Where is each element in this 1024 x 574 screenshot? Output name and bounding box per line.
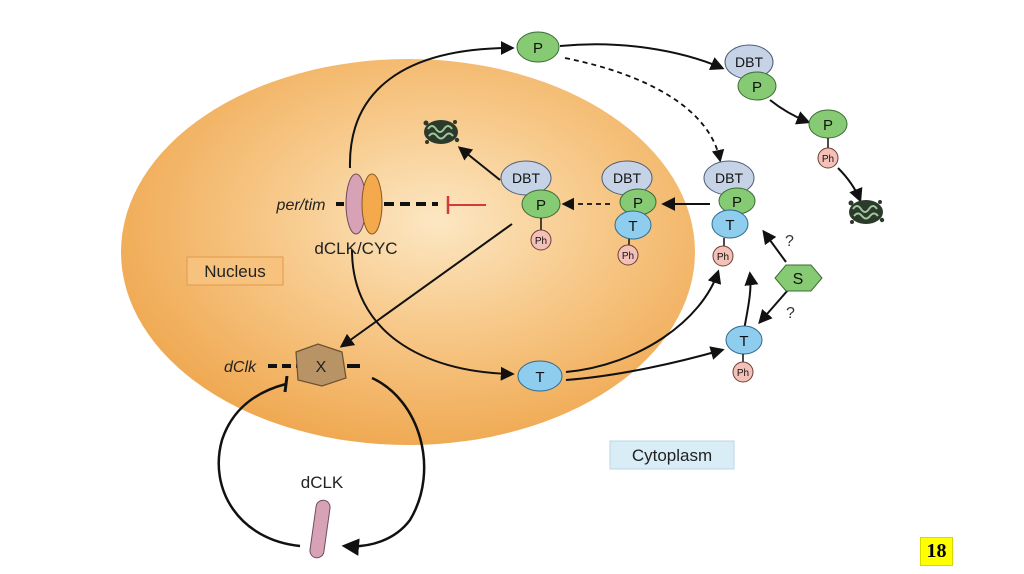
p-right-label: P — [823, 117, 833, 134]
s-kinase-label: S — [793, 271, 804, 288]
arrow-s-to-complex — [762, 229, 787, 263]
p-complex-label: P — [732, 194, 742, 211]
t-complex-label: T — [725, 217, 734, 234]
ph-group-right — [817, 147, 839, 169]
cytoplasm-label-box — [609, 440, 735, 470]
dashed-arrow-p-to-complex — [564, 57, 725, 163]
dbt-complex-label: DBT — [715, 170, 743, 186]
t-cytoplasm-label: T — [535, 369, 544, 386]
t-protein-complex — [711, 209, 749, 239]
question-mark-upper: ? — [785, 233, 794, 250]
p-middle-label: P — [633, 195, 643, 212]
x-factor-shape — [295, 343, 347, 387]
nucleus-label-box — [186, 256, 284, 286]
p-top-label: P — [533, 40, 543, 57]
dclk-protein-shape — [309, 499, 331, 559]
question-mark-lower: ? — [786, 305, 795, 322]
ph-middle-label: Ph — [622, 251, 634, 262]
arrow-t-to-complex — [565, 269, 722, 373]
ph-lower-label: Ph — [737, 368, 749, 379]
dbt-middle-label: DBT — [613, 170, 641, 186]
arrow-tph-to-complex — [743, 271, 759, 331]
arrow-to-t — [351, 249, 515, 381]
arrow-dbt-to-p-ph — [769, 99, 811, 125]
arrow-t-to-t-ph — [565, 346, 725, 381]
degradation-icon — [847, 199, 886, 225]
t-lower-label: T — [739, 333, 748, 350]
dclk-protein-label: dCLK — [301, 473, 344, 492]
t-protein-lower — [725, 325, 763, 355]
arrow-to-degradation-right — [837, 167, 863, 203]
p-protein-upper — [737, 71, 777, 101]
arrow-to-degradation-nuclear — [457, 146, 501, 181]
x-factor-label: X — [316, 359, 327, 376]
ph-group-nuclear — [530, 229, 552, 251]
dbt-nuclear-label: DBT — [512, 170, 540, 186]
arrow-p-to-dbt — [559, 43, 725, 71]
arrow-to-x — [339, 223, 513, 348]
ph-nuclear-label: Ph — [535, 236, 547, 247]
arrow-to-p — [348, 41, 515, 169]
p-upper-label: P — [752, 79, 762, 96]
ph-complex-label: Ph — [717, 252, 729, 263]
t-protein-middle — [614, 210, 652, 240]
inhibit-dclk-cycle-up — [217, 382, 301, 548]
dclk-cyc-label: dCLK/CYC — [314, 239, 397, 258]
inhibit-bar-x — [283, 375, 289, 393]
arrow-s-to-lower-t — [758, 289, 789, 325]
ph-group-middle — [617, 244, 639, 266]
p-nuclear-label: P — [536, 197, 546, 214]
per-tim-label: per/tim — [276, 197, 326, 214]
arrow-dclk-cycle-down — [341, 376, 426, 556]
nucleus-region — [121, 59, 695, 445]
slide-number-badge: 18 — [920, 537, 953, 566]
dclk-gene-label: dClk — [224, 359, 257, 376]
t-middle-label: T — [628, 218, 637, 235]
t-protein-cytoplasm — [517, 360, 563, 392]
ph-right-label: Ph — [822, 154, 834, 165]
ph-group-complex — [712, 245, 734, 267]
cyc-protein-shape — [361, 173, 383, 235]
cytoplasm-label: Cytoplasm — [632, 446, 712, 465]
ph-group-lower — [732, 361, 754, 383]
p-protein-top — [516, 31, 560, 63]
dbt-upper-label: DBT — [735, 54, 763, 70]
nucleus-label: Nucleus — [204, 262, 265, 281]
s-kinase-shape — [774, 264, 823, 292]
